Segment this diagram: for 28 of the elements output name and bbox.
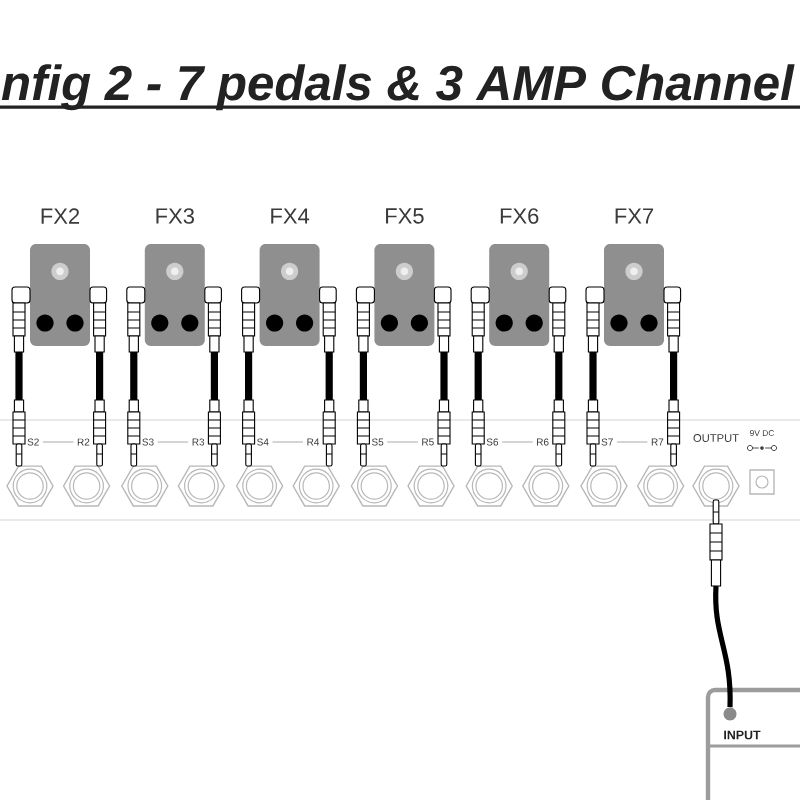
cable: [325, 352, 333, 400]
title: nfig 2 - 7 pedals & 3 AMP Channel: [0, 64, 800, 111]
link-line: [42, 441, 74, 443]
pedal-label: FX4: [271, 208, 310, 224]
link-line: [272, 441, 304, 443]
pedal-label: FX3: [156, 208, 194, 224]
cable: [15, 352, 23, 400]
cable: [210, 352, 218, 400]
pedal-label: FX7: [615, 208, 654, 224]
cable: [359, 352, 367, 400]
amplifier: [705, 687, 800, 800]
pedal-label: FX2: [41, 208, 80, 224]
cable: [670, 352, 678, 400]
link-line: [616, 441, 648, 443]
link-line: [501, 441, 534, 443]
cable: [440, 352, 448, 400]
link-line: [157, 441, 189, 443]
pedal-label: FX6: [500, 208, 539, 224]
pedal-label: FX5: [386, 208, 424, 224]
cable: [474, 352, 482, 400]
cable: [130, 352, 138, 400]
cable: [713, 585, 733, 708]
link-line: [386, 441, 419, 443]
cable: [589, 352, 597, 400]
switcher-panel: [0, 419, 800, 521]
cable: [555, 352, 563, 400]
cable: [245, 352, 253, 400]
cable: [96, 352, 104, 400]
